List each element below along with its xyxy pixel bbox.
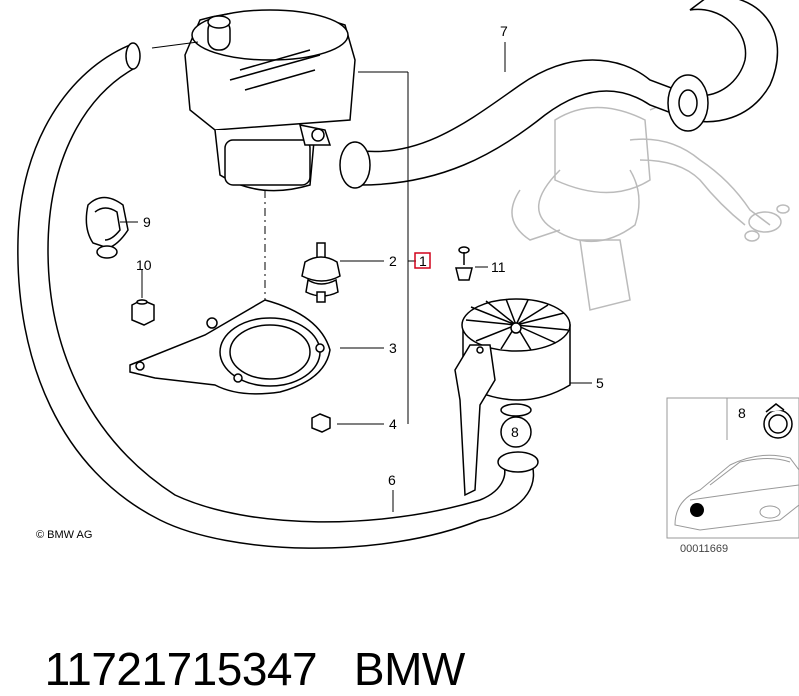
callout-9: 9 [143, 214, 151, 230]
footer-title: 11721715347 BMW [20, 588, 466, 696]
air-pump [184, 9, 356, 192]
callout-2: 2 [389, 253, 397, 269]
brand-name: BMW [353, 643, 465, 695]
callout-1-highlight-box [414, 252, 431, 269]
hose-connector [497, 451, 539, 473]
callout-3: 3 [389, 340, 397, 356]
nut-4 [311, 413, 331, 433]
air-filter-5 [454, 298, 571, 497]
callout-8: 8 [511, 424, 519, 440]
inset-panel: 8 00011669 [666, 397, 799, 555]
car-silhouette [674, 454, 799, 531]
clip-9 [85, 196, 129, 259]
location-marker [690, 503, 704, 517]
copyright-text: © BMW AG [36, 529, 92, 541]
part-number: 11721715347 [44, 643, 318, 695]
nut-10 [131, 299, 155, 326]
callout-8-circle [500, 416, 532, 448]
callout-7: 7 [500, 23, 508, 39]
callout-6: 6 [388, 472, 396, 488]
hose-clamp-8 [763, 403, 793, 439]
leader-lines [120, 41, 592, 512]
callout-4: 4 [389, 416, 397, 432]
bracket-3 [129, 299, 331, 395]
callout-10: 10 [136, 257, 152, 273]
ghost-valve-assembly [511, 104, 790, 311]
rubber-mount-2 [301, 242, 341, 303]
diagram-id: 00011669 [680, 543, 728, 555]
callout-5: 5 [596, 375, 604, 391]
inset-callout-8: 8 [738, 405, 746, 421]
parts-diagram: 9 10 2 1 3 4 11 5 6 7 8 © BMW AG 8 00011… [17, 0, 799, 555]
callout-1: 1 [419, 253, 427, 269]
push-pin-11 [455, 246, 473, 281]
callout-11: 11 [491, 259, 506, 275]
hose-7 [339, 0, 779, 189]
